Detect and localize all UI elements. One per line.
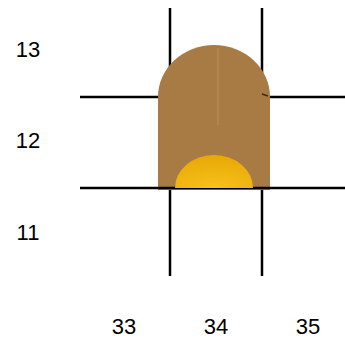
arch-seam — [218, 48, 219, 125]
axis-label: 35 — [296, 316, 320, 338]
axis-label: 11 — [17, 222, 40, 244]
arch-shape — [158, 45, 270, 190]
yellow-dome — [175, 155, 253, 188]
axis-label: 34 — [204, 316, 228, 338]
grid-lines — [80, 8, 345, 276]
axis-label: 12 — [16, 130, 40, 152]
grid-tick — [262, 94, 268, 96]
axis-label: 33 — [112, 316, 136, 338]
axis-label: 13 — [16, 39, 40, 61]
